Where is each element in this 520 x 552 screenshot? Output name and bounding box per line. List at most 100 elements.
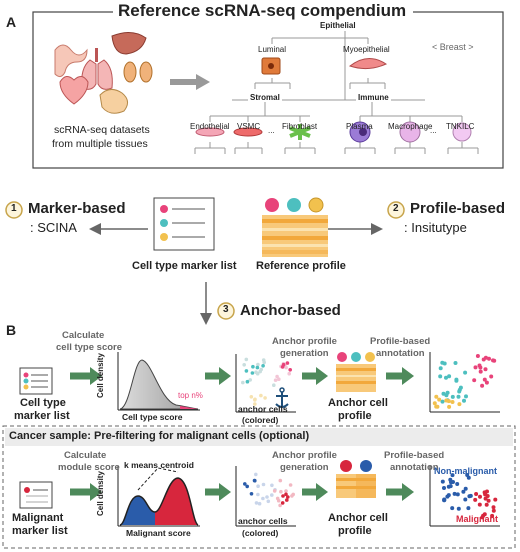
scatter-dot xyxy=(256,362,260,367)
datasets-line1: scRNA-seq datasets xyxy=(54,124,150,136)
scatter-dot xyxy=(273,378,278,383)
fibroblast-cell xyxy=(289,124,311,140)
scatter-dot xyxy=(440,479,445,484)
c-marker-list-icon xyxy=(19,481,53,509)
tree-epithelial: Epithelial xyxy=(320,21,356,30)
scatter-dot xyxy=(284,365,288,370)
b-anchor-scatter xyxy=(235,354,296,413)
scatter-dot xyxy=(455,492,460,497)
scatter-dot xyxy=(440,360,445,365)
c-density-ylabel: Cell density xyxy=(96,471,105,516)
scatter-dot xyxy=(249,492,254,496)
scatter-dot xyxy=(438,366,443,371)
scatter-dot xyxy=(275,374,279,379)
scatter-dot xyxy=(250,371,255,375)
scatter-dot xyxy=(444,393,449,398)
scatter-dot xyxy=(482,377,487,382)
method1-badge xyxy=(5,201,23,219)
scatter-dot xyxy=(465,473,470,477)
tree-immune: Immune xyxy=(356,93,391,102)
scatter-dot xyxy=(254,370,258,375)
scatter-dot xyxy=(456,506,461,511)
scatter-dot xyxy=(444,375,448,380)
scatter-dot xyxy=(485,494,490,498)
c-anchor-profile xyxy=(336,460,376,498)
step3-line2: annotation xyxy=(376,348,425,359)
malignant-label: Malignant xyxy=(456,514,498,524)
scatter-dot xyxy=(491,505,496,510)
scatter-dot xyxy=(440,399,445,404)
tree-stromal: Stromal xyxy=(248,93,282,102)
scatter-dot xyxy=(288,368,293,372)
scatter-dot xyxy=(448,484,453,489)
scatter-dot xyxy=(270,483,274,488)
scatter-dot xyxy=(262,360,267,365)
scatter-dot xyxy=(256,492,260,497)
scatter-dot xyxy=(284,492,288,497)
tree-plasma: Plasma xyxy=(346,122,373,131)
scatter-dot xyxy=(253,478,257,483)
method1-tool: : SCINA xyxy=(30,220,77,235)
tree-breast: < Breast > xyxy=(432,42,474,52)
tree-vsmc: VSMC xyxy=(237,122,261,131)
scatter-dot xyxy=(278,503,282,508)
scatter-dot xyxy=(447,374,452,379)
c-step3-line1: Profile-based xyxy=(384,450,445,461)
scatter-dot xyxy=(261,496,265,501)
scatter-dot xyxy=(489,374,494,379)
scatter-dot xyxy=(491,358,495,363)
scatter-dot xyxy=(485,489,489,494)
scatter-dot xyxy=(490,513,495,518)
scatter-dot xyxy=(454,378,459,383)
scatter-dot xyxy=(280,501,285,505)
scatter-dot xyxy=(457,402,462,407)
scatter-dot xyxy=(266,499,271,504)
scatter-dot xyxy=(475,354,480,358)
scatter-dot xyxy=(466,506,471,511)
b-annotated-scatter xyxy=(429,352,500,413)
scatter-dot xyxy=(442,486,446,490)
top-n-label: top n% xyxy=(178,391,203,400)
scatter-dot xyxy=(484,380,489,385)
scatter-dot xyxy=(270,493,274,497)
scatter-dot xyxy=(244,369,249,373)
scatter-dot xyxy=(251,364,255,369)
scatter-dot xyxy=(263,396,267,400)
tnkilc-cell xyxy=(452,122,472,142)
vsmc-cell xyxy=(233,127,263,137)
scatter-dot xyxy=(478,494,482,499)
scatter-dot xyxy=(446,493,451,498)
scatter-dot xyxy=(463,370,468,375)
tissue-organ-icons xyxy=(54,32,153,114)
b-anchor-profile xyxy=(336,352,376,392)
method2-title: Profile-based xyxy=(410,200,506,217)
scatter-dot xyxy=(259,393,263,398)
scatter-dot xyxy=(286,495,290,499)
b-marker-line1: Cell type xyxy=(20,397,66,409)
step3-line1: Profile-based xyxy=(370,336,431,347)
scatter-dot xyxy=(447,404,452,409)
panel-b-letter: B xyxy=(6,322,17,338)
scatter-dot xyxy=(244,357,249,362)
c-profile-line2: profile xyxy=(338,525,372,537)
method2-badge xyxy=(387,201,405,219)
b-marker-list-icon xyxy=(19,367,53,395)
c-marker-line2: marker list xyxy=(12,525,68,537)
tree-myoepithelial: Myoepithelial xyxy=(343,45,390,54)
scatter-dot xyxy=(481,357,486,362)
scatter-dot xyxy=(284,489,288,493)
tree-luminal: Luminal xyxy=(258,45,287,54)
scatter-dot xyxy=(279,489,283,494)
scatter-dot xyxy=(432,401,437,406)
scatter-dot xyxy=(478,365,483,370)
scatter-dot xyxy=(483,367,488,372)
scatter-dot xyxy=(450,473,455,478)
scatter-dot xyxy=(484,502,489,507)
scatter-dot xyxy=(473,497,478,502)
scatter-dot xyxy=(450,506,455,511)
scatter-dot xyxy=(462,398,466,403)
c-anchor-scatter xyxy=(235,466,296,527)
scatter-dot xyxy=(463,486,468,491)
anchor-line1: anchor cells xyxy=(238,404,288,414)
b-marker-line2: marker list xyxy=(14,410,70,422)
